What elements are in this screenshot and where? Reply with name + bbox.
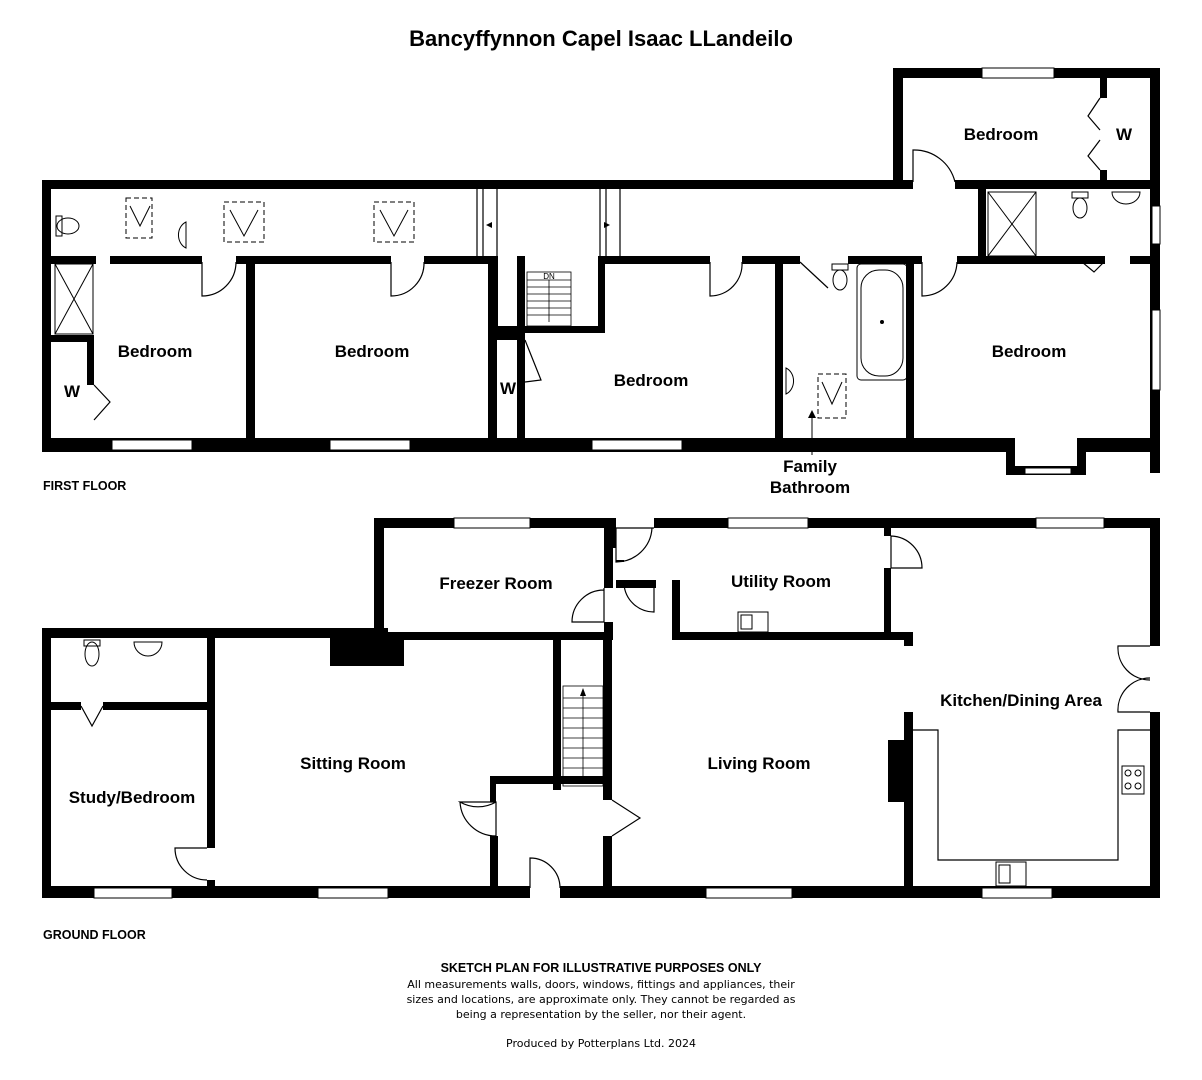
disclaimer-line-2: sizes and locations, are approximate onl… bbox=[407, 993, 796, 1006]
wardrobe-label-2: W bbox=[500, 379, 517, 398]
first-floor-label: FIRST FLOOR bbox=[43, 479, 126, 493]
room-label-living-room: Living Room bbox=[708, 754, 811, 773]
stairs-down-label: DN bbox=[543, 272, 555, 281]
stairs-up-label: UP bbox=[577, 777, 588, 786]
room-label-freezer-room: Freezer Room bbox=[439, 574, 552, 593]
wardrobe-label-1: W bbox=[64, 382, 81, 401]
ground-floor-label: GROUND FLOOR bbox=[43, 928, 146, 942]
disclaimer-heading: SKETCH PLAN FOR ILLUSTRATIVE PURPOSES ON… bbox=[441, 961, 763, 975]
room-label-bathroom: Bathroom bbox=[770, 478, 850, 497]
family-bathroom-arrow bbox=[808, 410, 816, 418]
disclaimer-line-3: being a representation by the seller, no… bbox=[456, 1008, 746, 1021]
ground-floor-appliances bbox=[737, 611, 1145, 887]
room-label-bedroom-5: Bedroom bbox=[964, 125, 1039, 144]
stairs-down bbox=[526, 271, 572, 327]
room-label-family: Family bbox=[783, 457, 837, 476]
disclaimer-line-1: All measurements walls, doors, windows, … bbox=[407, 978, 795, 991]
stairs-up-arrow bbox=[580, 688, 586, 696]
room-label-kitchen-dining: Kitchen/Dining Area bbox=[940, 691, 1102, 710]
wardrobe-label-3: W bbox=[1116, 125, 1133, 144]
room-label-bedroom-2: Bedroom bbox=[335, 342, 410, 361]
room-label-bedroom-4: Bedroom bbox=[992, 342, 1067, 361]
ground-floor-windows bbox=[93, 517, 1105, 899]
room-label-bedroom-1: Bedroom bbox=[118, 342, 193, 361]
corridor-door-arrows bbox=[486, 222, 610, 228]
stairs-up bbox=[562, 685, 604, 787]
room-label-sitting-room: Sitting Room bbox=[300, 754, 406, 773]
plan-title: Bancyffynnon Capel Isaac LLandeilo bbox=[409, 26, 793, 51]
room-label-study-bedroom: Study/Bedroom bbox=[69, 788, 196, 807]
ground-floor-doors bbox=[80, 527, 1151, 889]
first-floor-fittings bbox=[54, 191, 1141, 667]
room-label-bedroom-3: Bedroom bbox=[614, 371, 689, 390]
first-floor-windows bbox=[111, 67, 1161, 475]
produced-by: Produced by Potterplans Ltd. 2024 bbox=[506, 1037, 696, 1050]
first-floor-doors bbox=[93, 97, 1105, 421]
room-label-utility-room: Utility Room bbox=[731, 572, 831, 591]
first-floor-walls bbox=[42, 68, 1160, 475]
